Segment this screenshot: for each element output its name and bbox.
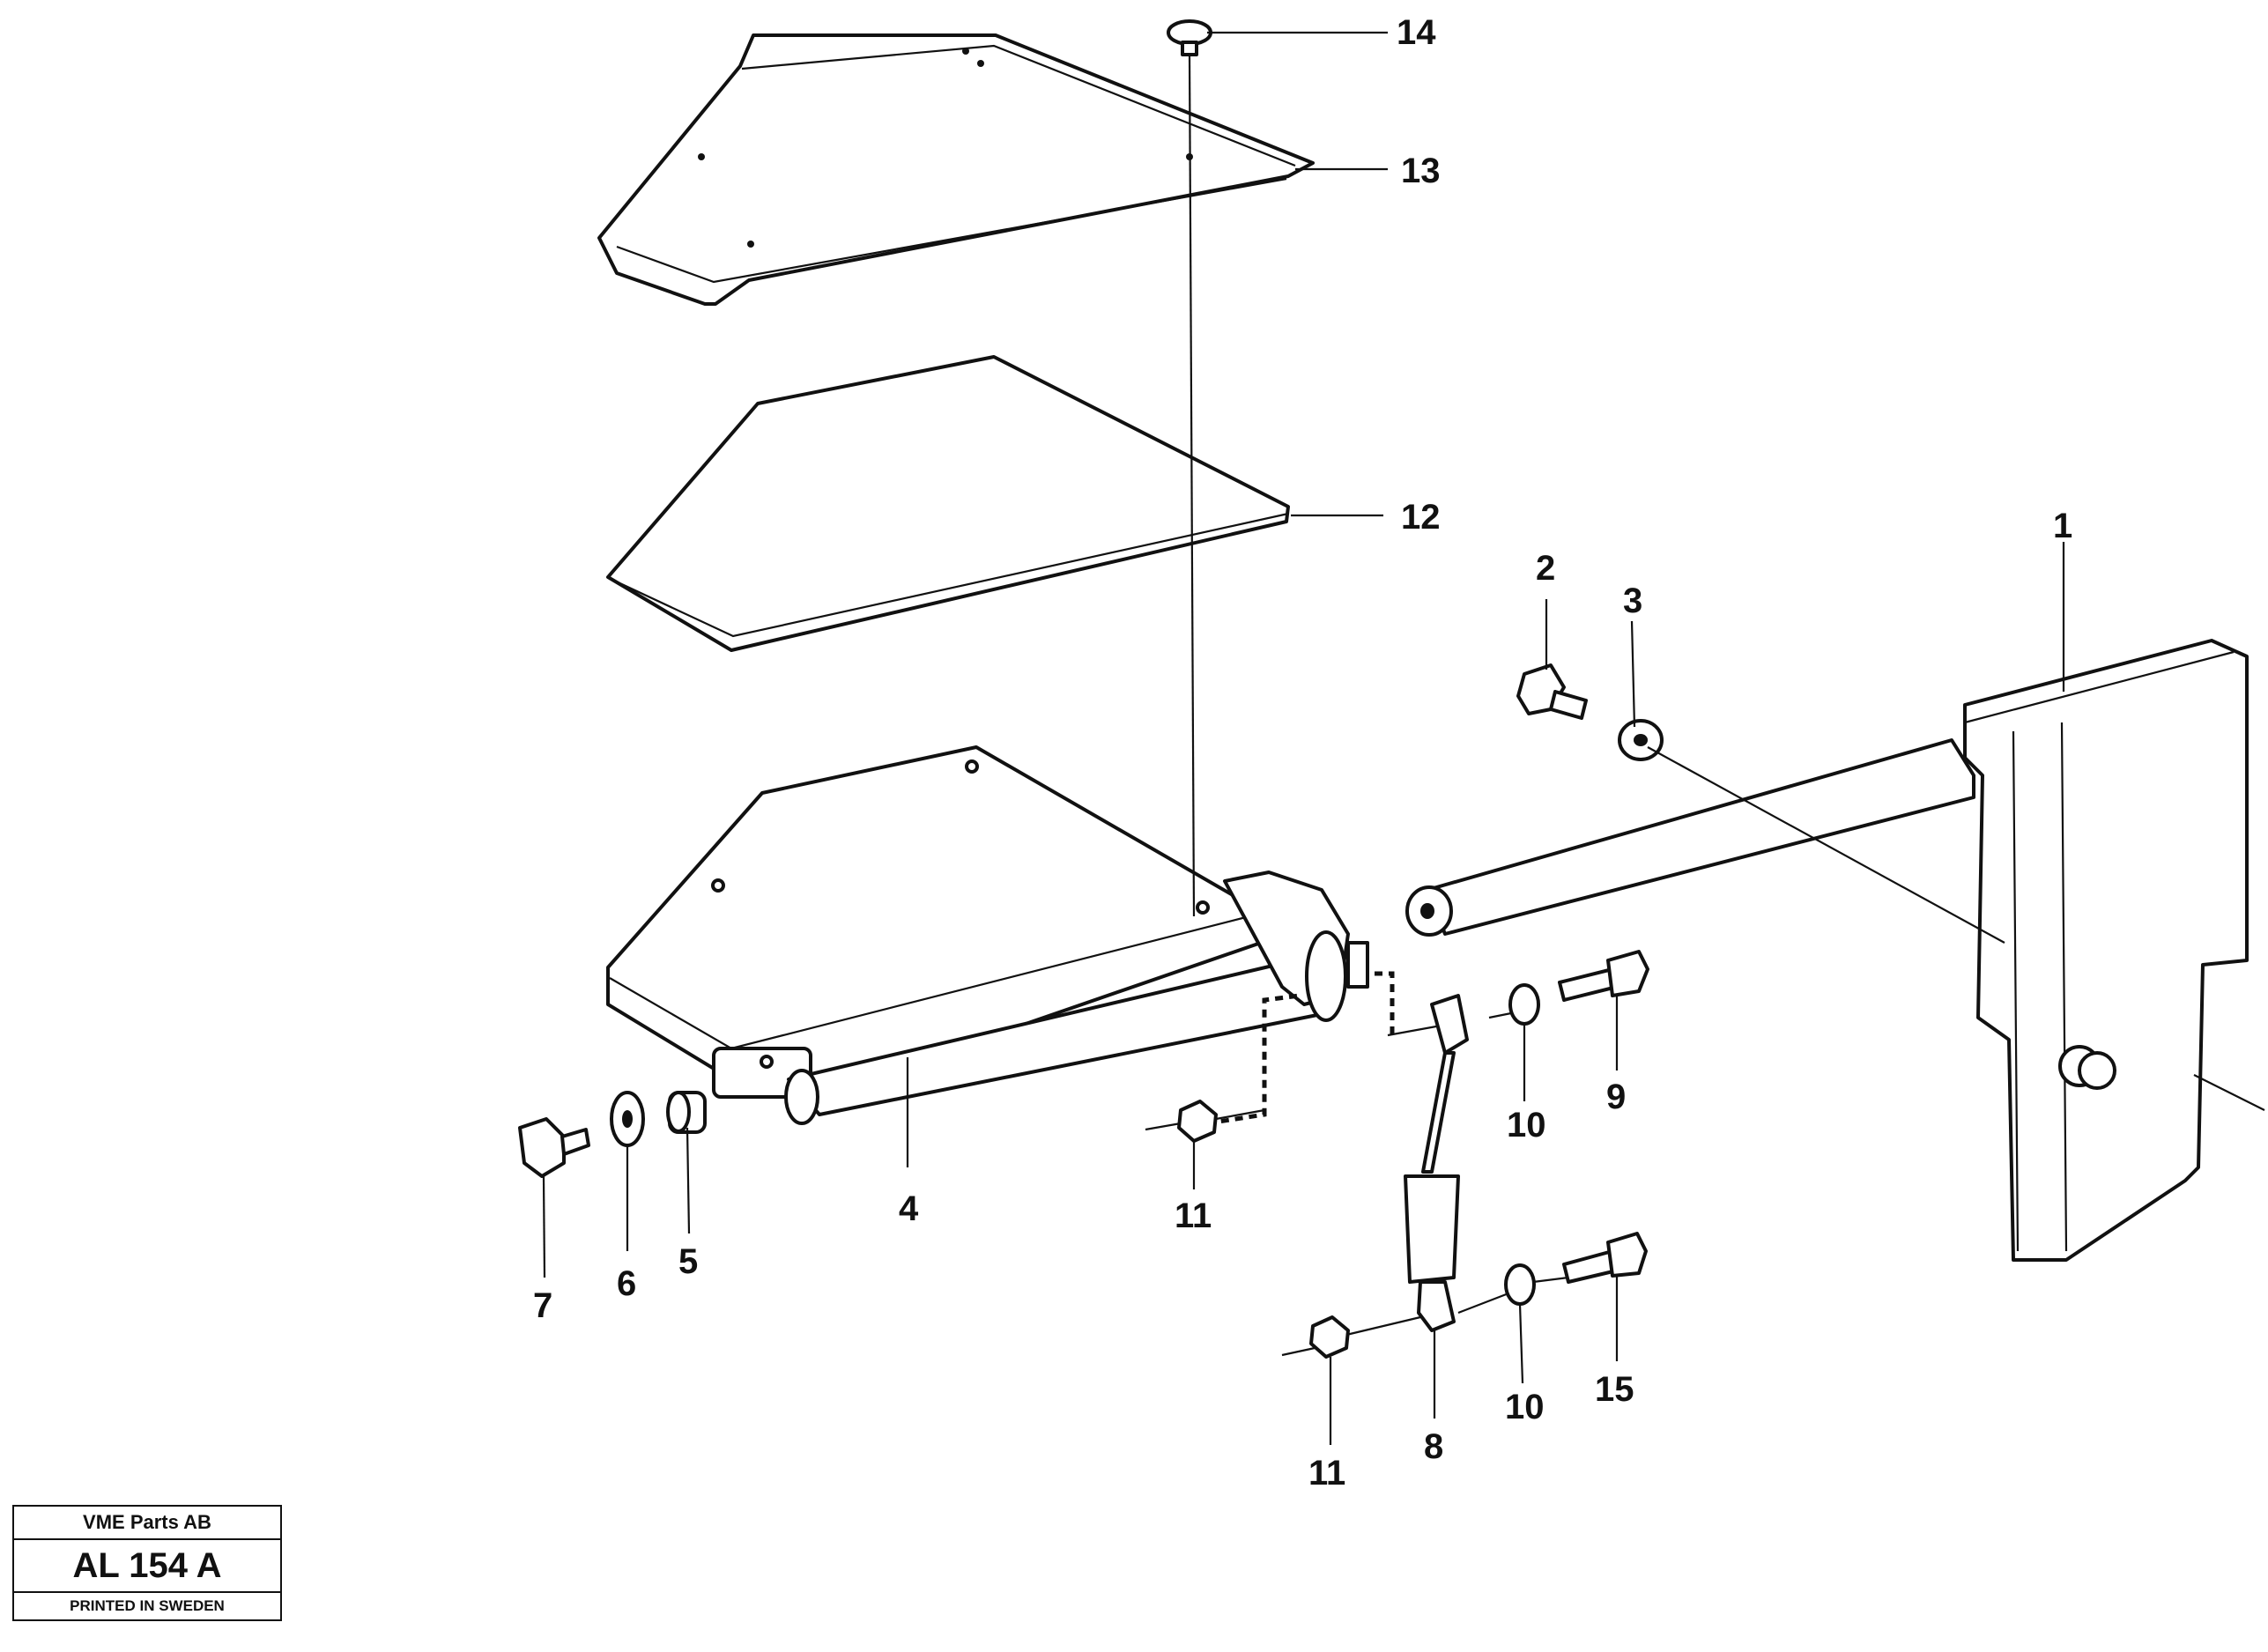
callout-9: 9: [1606, 1078, 1626, 1116]
part-11-nut-lower: [1309, 1315, 1350, 1359]
callout-8: 8: [1424, 1427, 1443, 1466]
callout-14: 14: [1397, 13, 1436, 52]
part-13-cover: [597, 33, 1315, 306]
part-10-washer-upper: [1508, 983, 1540, 1026]
callout-6: 6: [617, 1264, 636, 1303]
title-block: VME Parts AB AL 154 A PRINTED IN SWEDEN: [12, 1505, 282, 1621]
part-2-bolt: [1516, 663, 1588, 720]
part-8-gas-spring: [1404, 994, 1469, 1332]
part-4-seat-base: [606, 745, 1369, 1125]
part-11-nut-upper: [1177, 1100, 1218, 1143]
part-14-plug: [1167, 19, 1212, 56]
callout-2: 2: [1536, 549, 1555, 588]
company-name: VME Parts AB: [14, 1507, 280, 1540]
drawing-code: AL 154 A: [14, 1540, 280, 1593]
part-7-bolt: [518, 1117, 590, 1178]
callout-1: 1: [2053, 507, 2072, 545]
callout-15: 15: [1595, 1370, 1634, 1409]
part-12-pad: [606, 355, 1290, 652]
dashed-link-right: [1375, 971, 1397, 1038]
callout-11-upper: 11: [1175, 1196, 1212, 1235]
dashed-link-lower: [1206, 993, 1301, 1126]
printed-note: PRINTED IN SWEDEN: [70, 1597, 225, 1614]
part-6-washer: [610, 1091, 645, 1147]
callout-4: 4: [899, 1189, 919, 1228]
callout-13: 13: [1401, 152, 1441, 190]
callout-7: 7: [533, 1286, 552, 1325]
callout-3: 3: [1623, 582, 1642, 620]
part-15-bolt: [1562, 1232, 1648, 1284]
callout-5: 5: [678, 1242, 698, 1281]
callout-10-upper: 10: [1507, 1106, 1546, 1145]
part-10-washer-lower: [1504, 1263, 1536, 1306]
callout-10-lower: 10: [1505, 1388, 1545, 1426]
callout-11-lower: 11: [1308, 1454, 1345, 1493]
callout-12: 12: [1401, 498, 1441, 537]
leader-lines: [542, 31, 2265, 1445]
part-9-bolt: [1558, 950, 1649, 1002]
part-3-washer: [1618, 719, 1664, 761]
part-1-bracket: [1405, 639, 2249, 1262]
part-5-spacer: [666, 1091, 707, 1134]
